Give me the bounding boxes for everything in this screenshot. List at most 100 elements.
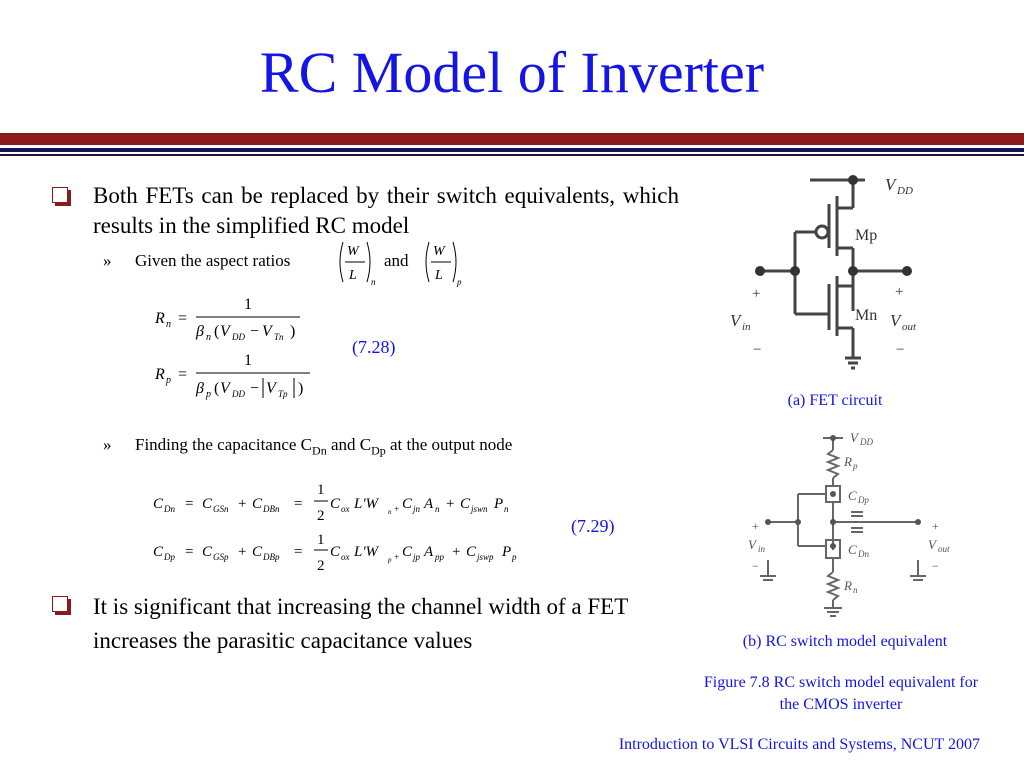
svg-text:=: =: [294, 496, 302, 512]
svg-text:L: L: [348, 268, 357, 283]
svg-text:DD: DD: [896, 185, 913, 197]
svg-text:P: P: [501, 544, 511, 560]
caption-rc-switch-model: (b) RC switch model equivalent: [742, 633, 948, 650]
svg-text:V: V: [890, 311, 903, 330]
svg-text:V: V: [885, 175, 898, 194]
figure-caption: Figure 7.8 RC switch model equivalent fo…: [703, 674, 979, 713]
svg-text:C: C: [848, 488, 857, 503]
svg-text:jn: jn: [412, 504, 421, 514]
svg-text:(: (: [214, 380, 219, 397]
svg-text:out: out: [938, 544, 950, 554]
svg-text:+: +: [238, 496, 246, 512]
svg-text:−: −: [250, 323, 259, 340]
svg-text:DBn: DBn: [262, 504, 280, 514]
svg-text:V: V: [730, 311, 743, 330]
svg-text:n: n: [853, 585, 858, 595]
svg-text:C: C: [460, 496, 471, 512]
svg-text:C: C: [153, 544, 164, 560]
slide-footer: Introduction to VLSI Circuits and System…: [618, 736, 980, 753]
svg-text:+: +: [446, 496, 454, 512]
title-rule-navy: [0, 148, 1024, 152]
svg-text:C: C: [330, 544, 341, 560]
svg-text:Tn: Tn: [274, 332, 284, 342]
svg-text:p: p: [387, 556, 392, 564]
svg-text:=: =: [294, 544, 302, 560]
svg-text:L'W: L'W: [353, 544, 380, 560]
svg-text:−: −: [752, 559, 759, 573]
svg-text:): ): [298, 380, 303, 397]
svg-text:2: 2: [317, 558, 325, 574]
square-bullet-icon: [52, 596, 68, 612]
chevron-bullet-icon: »: [103, 435, 112, 454]
sub-bullet-text: Given the aspect ratios: [135, 251, 291, 270]
aspect-ratio-connector: and: [384, 251, 409, 270]
svg-text:n: n: [388, 508, 392, 516]
svg-text:+: +: [238, 544, 246, 560]
svg-text:V: V: [266, 380, 278, 397]
svg-text:ox: ox: [341, 552, 350, 562]
svg-text:DD: DD: [231, 332, 245, 342]
svg-text:p: p: [511, 552, 517, 562]
svg-text:C: C: [153, 496, 164, 512]
svg-text:V: V: [220, 380, 232, 397]
sub-bullet-text: Finding the capacitance CDn and CDp at t…: [135, 435, 513, 458]
aspect-ratio-formulas: W L n W L p: [339, 241, 462, 287]
svg-text:C: C: [402, 544, 413, 560]
svg-text:n: n: [166, 319, 171, 330]
svg-text:+: +: [752, 519, 759, 533]
svg-text:DBp: DBp: [262, 552, 280, 562]
svg-text:W: W: [347, 244, 360, 259]
svg-text:=: =: [185, 544, 193, 560]
svg-text:1: 1: [244, 352, 252, 369]
svg-text:p: p: [456, 277, 462, 287]
svg-text:+: +: [895, 284, 903, 300]
svg-text:ox: ox: [341, 504, 350, 514]
svg-text:C: C: [848, 542, 857, 557]
svg-text:jp: jp: [412, 552, 421, 562]
svg-text:R: R: [154, 366, 165, 383]
svg-text:1: 1: [244, 296, 252, 313]
svg-text:+: +: [394, 504, 399, 514]
svg-text:=: =: [185, 496, 193, 512]
resistance-equations: R n = 1 β n ( V DD − V Tn ) R p = 1 β p …: [154, 296, 310, 400]
svg-text:P: P: [493, 496, 503, 512]
caption-fet-circuit: (a) FET circuit: [787, 392, 883, 409]
svg-text:L: L: [434, 268, 443, 283]
equation-number-7-29: (7.29): [571, 516, 615, 536]
svg-text:DD: DD: [231, 389, 245, 399]
svg-text:+: +: [452, 544, 460, 560]
svg-text:Mn: Mn: [855, 307, 877, 324]
svg-text:p: p: [165, 375, 171, 386]
svg-text:−: −: [896, 342, 904, 358]
svg-text:C: C: [202, 496, 213, 512]
svg-text:1: 1: [317, 482, 325, 498]
svg-text:+: +: [752, 286, 760, 302]
svg-text:jswn: jswn: [470, 504, 488, 514]
svg-text:DD: DD: [859, 437, 873, 447]
svg-text:C: C: [402, 496, 413, 512]
svg-text:C: C: [330, 496, 341, 512]
svg-text:2: 2: [317, 508, 325, 524]
svg-text:V: V: [748, 537, 758, 552]
svg-text:1: 1: [317, 532, 325, 548]
svg-text:−: −: [932, 559, 939, 573]
svg-text:V: V: [262, 323, 274, 340]
svg-text:in: in: [742, 321, 751, 333]
svg-text:V: V: [850, 430, 860, 445]
svg-text:W: W: [433, 244, 446, 259]
svg-text:Dn: Dn: [163, 504, 175, 514]
svg-text:V: V: [220, 323, 232, 340]
svg-text:C: C: [252, 544, 263, 560]
svg-text:β: β: [195, 380, 204, 397]
svg-text:GSp: GSp: [213, 552, 229, 562]
chevron-bullet-icon: »: [103, 251, 112, 270]
svg-text:(: (: [214, 323, 219, 340]
svg-text:jswp: jswp: [476, 552, 494, 562]
title-rule-red: [0, 133, 1024, 145]
svg-text:=: =: [178, 366, 187, 383]
svg-text:n: n: [435, 504, 440, 514]
svg-text:+: +: [394, 552, 399, 562]
svg-text:p: p: [205, 389, 211, 400]
svg-text:R: R: [843, 454, 852, 469]
